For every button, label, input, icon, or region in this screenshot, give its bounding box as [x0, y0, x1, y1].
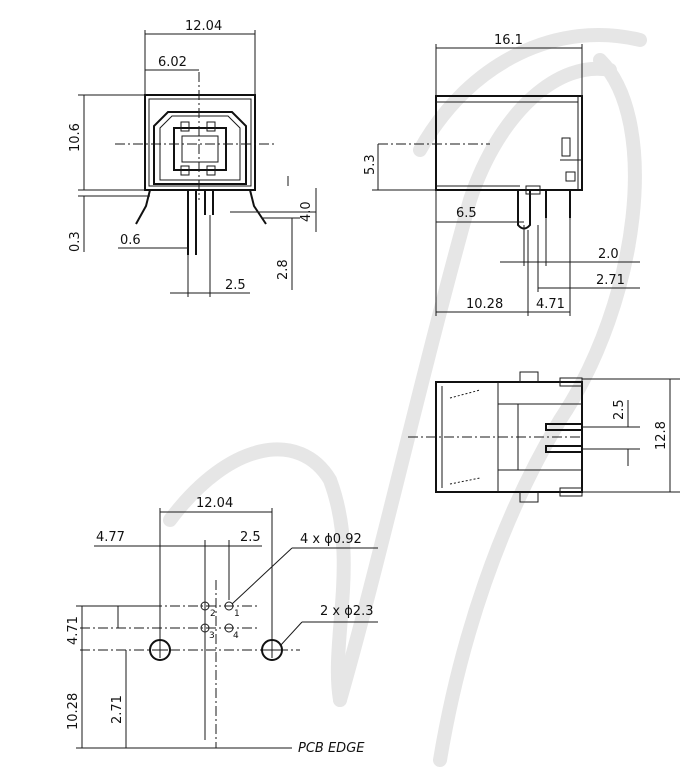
dim-front-tab-length: 4.0: [299, 201, 314, 222]
dim-front-width: 12.04: [185, 19, 222, 34]
dim-side-offset: 6.5: [456, 206, 477, 221]
dim-footprint-offset: 4.77: [96, 530, 125, 545]
pcb-footprint: 12.04 4.77 2.5 2 1 3 4 4 x ϕ0.92: [66, 496, 378, 756]
pin-number: 3: [209, 631, 215, 641]
signal-hole-4: [224, 623, 234, 633]
mount-leg-left: [135, 189, 151, 225]
pin-number: 2: [210, 609, 216, 619]
front-housing: [144, 94, 256, 191]
dim-side-length: 16.1: [494, 33, 523, 48]
signal-hole-1: [224, 601, 234, 611]
signal-hole-2: [200, 601, 210, 611]
callout-signal-holes: 4 x ϕ0.92: [300, 532, 362, 547]
side-mount-leg: [517, 190, 531, 230]
dim-side-front: 4.71: [536, 297, 565, 312]
pin-number: 1: [234, 609, 240, 619]
dim-side-pin-b: 2.71: [596, 273, 625, 288]
dim-bottom-pitch: 2.5: [612, 399, 627, 420]
dim-front-pin-pitch: 2.5: [225, 278, 246, 293]
dim-side-centerline: 5.3: [363, 154, 378, 175]
side-view: 16.1 5.3 6.5 2.0 2.71 10.28 4.71: [363, 33, 640, 316]
dim-footprint-edge: 10.28: [66, 693, 81, 730]
mount-hole-left: [149, 639, 171, 661]
dim-front-pin-length: 2.8: [276, 259, 291, 280]
mount-hole-right: [261, 639, 283, 661]
dim-front-half-width: 6.02: [158, 55, 187, 70]
dim-bottom-width: 12.8: [654, 421, 669, 450]
dim-footprint-mount-offset: 2.71: [110, 695, 125, 724]
signal-hole-3: [200, 623, 210, 633]
dim-front-standoff: 0.3: [68, 231, 83, 252]
usb-b-socket: [153, 111, 247, 185]
dim-side-pin-a: 2.0: [598, 247, 619, 262]
pcb-edge-label: PCB EDGE: [298, 741, 365, 756]
bottom-view: 2.5 12.8: [408, 371, 680, 503]
watermark: [163, 27, 647, 767]
side-housing: [435, 95, 583, 191]
dim-front-pin-width: 0.6: [120, 233, 141, 248]
dim-front-height: 10.6: [68, 123, 83, 152]
dim-side-rear: 10.28: [466, 297, 503, 312]
callout-mount-holes: 2 x ϕ2.3: [320, 604, 373, 619]
dim-footprint-row-spacing: 4.71: [66, 616, 81, 645]
pin-number: 4: [233, 631, 239, 641]
dim-footprint-pitch: 2.5: [240, 530, 261, 545]
dim-footprint-width: 12.04: [196, 496, 233, 511]
mount-leg-right: [249, 189, 267, 225]
front-view: 12.04 6.02 10.6 0.3 0.6 2.5 2.8 4.0: [68, 19, 317, 297]
socket-tongue: [173, 127, 227, 171]
